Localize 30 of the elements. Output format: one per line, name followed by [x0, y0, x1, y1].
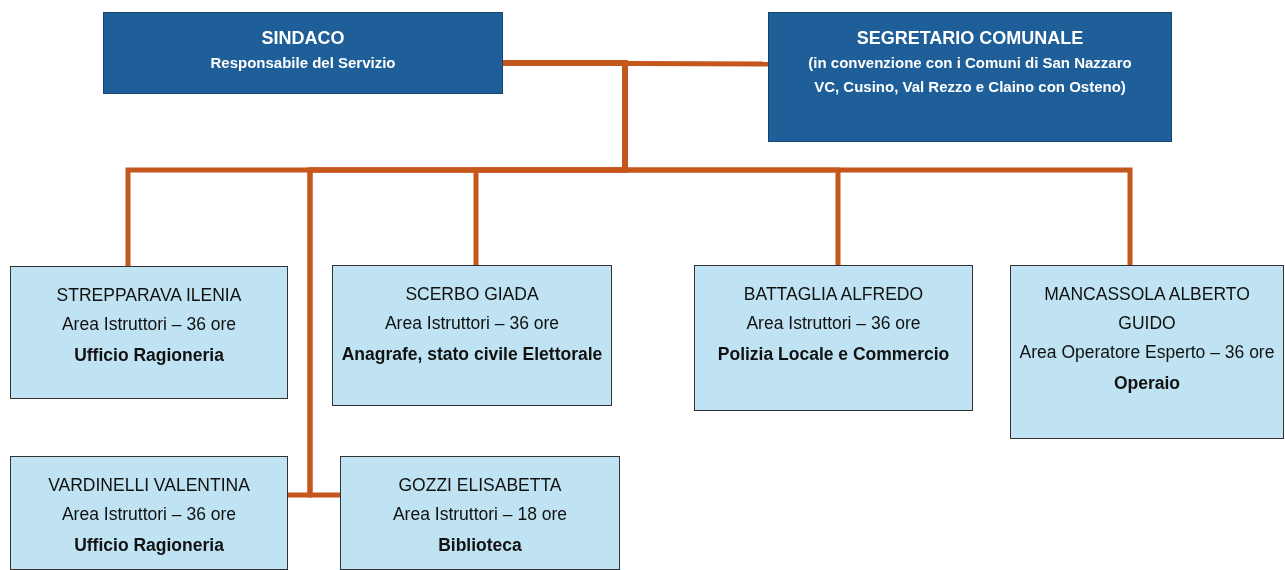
role-text: Area Operatore Esperto – 36 ore: [1019, 341, 1275, 364]
name-text: BATTAGLIA ALFREDO: [743, 283, 924, 306]
title-text: SEGRETARIO COMUNALE: [856, 27, 1084, 50]
office-text: Ufficio Ragioneria: [74, 534, 224, 557]
staff-box: [694, 265, 973, 411]
name-text: VARDINELLI VALENTINA: [48, 474, 250, 497]
name-text: MANCASSOLA ALBERTO GUIDO: [1043, 283, 1251, 335]
name-text: GOZZI ELISABETTA: [398, 474, 562, 497]
role-text: Area Istruttori – 36 ore: [746, 312, 921, 335]
name-text: STREPPARAVA ILENIA: [56, 284, 242, 307]
role-text: Area Istruttori – 18 ore: [392, 503, 568, 526]
office-text: Operaio: [1113, 372, 1181, 395]
staff-box: [340, 456, 620, 570]
office-text: Biblioteca: [438, 534, 522, 557]
office-text: Anagrafe, stato civile Elettorale: [341, 343, 603, 366]
office-text: Ufficio Ragioneria: [74, 344, 224, 367]
staff-box: [10, 266, 288, 399]
subtitle-text: Responsabile del Servizio: [210, 53, 396, 73]
header-box: [768, 12, 1172, 142]
subtitle-text: (in convenzione con i Comuni di San Nazzaro VC, Cusino, Val Rezzo e Claino con Osteno): [807, 53, 1133, 97]
staff-box: [332, 265, 612, 406]
role-text: Area Istruttori – 36 ore: [384, 312, 560, 335]
staff-box: [1010, 265, 1284, 439]
staff-box: [10, 456, 288, 570]
office-text: Polizia Locale e Commercio: [717, 343, 950, 366]
name-text: SCERBO GIADA: [405, 283, 539, 306]
title-text: SINDACO: [261, 27, 345, 50]
header-box: [103, 12, 503, 94]
role-text: Area Istruttori – 36 ore: [61, 313, 237, 336]
role-text: Area Istruttori – 36 ore: [61, 503, 237, 526]
